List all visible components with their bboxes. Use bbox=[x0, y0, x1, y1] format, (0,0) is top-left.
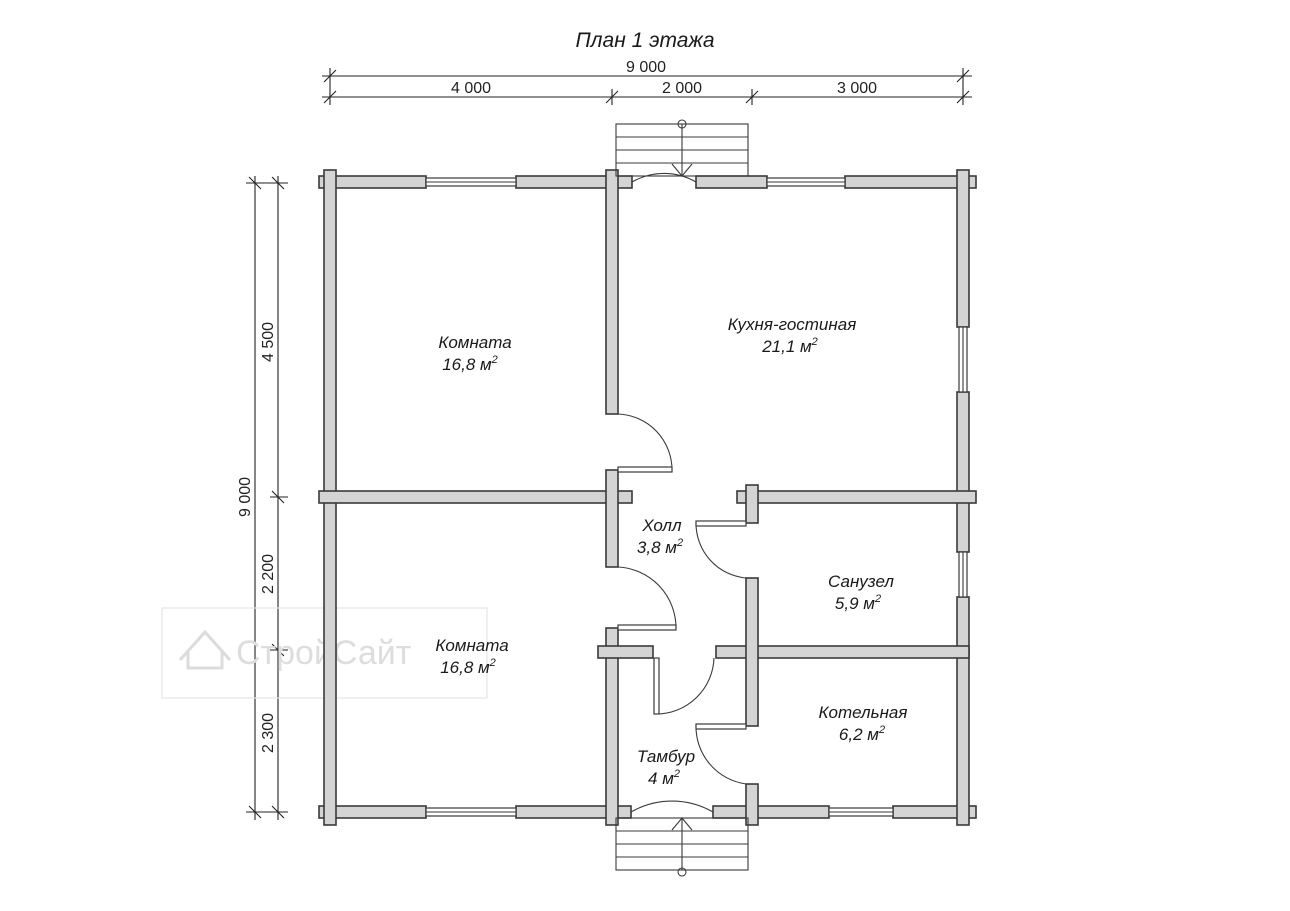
dim-tick bbox=[248, 805, 262, 819]
dim-tick bbox=[271, 490, 285, 504]
dim-tick bbox=[745, 90, 759, 104]
dim-tick bbox=[271, 176, 285, 190]
arrow-down-icon bbox=[671, 163, 693, 177]
stair-start-marker bbox=[677, 867, 687, 877]
wall bbox=[736, 490, 977, 504]
wall bbox=[745, 484, 759, 524]
dim-tick bbox=[323, 90, 337, 104]
left-dimensions: 9 000 4 500 2 200 2 300 bbox=[237, 176, 288, 820]
room-labels: Комната 16,8 м2 Кухня-гостиная 21,1 м2 Х… bbox=[435, 315, 907, 788]
door-leaf bbox=[617, 466, 673, 473]
left-dim-3: 2 300 bbox=[260, 713, 277, 753]
wall bbox=[715, 645, 970, 659]
room-name-bathroom: Санузел bbox=[828, 572, 894, 591]
dim-tick bbox=[248, 176, 262, 190]
room-area-room-2: 16,8 м2 bbox=[440, 657, 496, 677]
room-area-boiler: 6,2 м2 bbox=[839, 724, 885, 744]
room-name-hall: Холл bbox=[641, 516, 682, 535]
wall bbox=[712, 805, 830, 819]
door-swing bbox=[695, 522, 747, 579]
left-total-dim: 9 000 bbox=[237, 477, 254, 517]
door-swing bbox=[655, 657, 715, 715]
room-name-room-2: Комната bbox=[435, 636, 508, 655]
wall bbox=[597, 645, 654, 659]
dim-tick bbox=[271, 805, 285, 819]
dim-tick bbox=[605, 90, 619, 104]
room-name-vestibule: Тамбур bbox=[637, 747, 695, 766]
dim-tick bbox=[956, 69, 970, 83]
room-area-kitchen: 21,1 м2 bbox=[761, 336, 818, 356]
door-swing bbox=[617, 413, 673, 471]
doors bbox=[617, 172, 747, 813]
left-dim-1: 4 500 bbox=[260, 322, 277, 362]
door-swing bbox=[617, 566, 677, 629]
stair-start-marker bbox=[677, 119, 687, 129]
dim-tick bbox=[956, 90, 970, 104]
room-area-room-1: 16,8 м2 bbox=[442, 354, 498, 374]
room-area-vestibule: 4 м2 bbox=[648, 768, 680, 788]
house-logo-icon bbox=[178, 629, 232, 670]
top-dim-3: 3 000 bbox=[837, 80, 877, 97]
wall bbox=[745, 577, 759, 727]
top-total-dim: 9 000 bbox=[626, 59, 666, 76]
entrance-steps-top bbox=[615, 119, 749, 177]
top-dim-2: 2 000 bbox=[662, 80, 702, 97]
wall bbox=[956, 391, 970, 553]
windows bbox=[425, 177, 968, 817]
wall bbox=[745, 783, 759, 826]
plan-title: План 1 этажа bbox=[575, 29, 714, 52]
door-leaf bbox=[653, 657, 660, 715]
door-swing bbox=[630, 800, 714, 813]
door-swing bbox=[631, 172, 697, 183]
door-swing bbox=[695, 725, 747, 785]
door-leaf bbox=[617, 624, 677, 631]
wall bbox=[318, 490, 633, 504]
top-dimensions: 9 000 4 000 2 000 3 000 bbox=[322, 59, 972, 105]
dim-tick bbox=[323, 69, 337, 83]
room-name-boiler: Котельная bbox=[819, 703, 908, 722]
top-dim-1: 4 000 bbox=[451, 80, 491, 97]
room-area-bathroom: 5,9 м2 bbox=[835, 593, 881, 613]
dim-tick bbox=[271, 643, 285, 657]
arrow-up-icon bbox=[671, 817, 693, 831]
door-leaf bbox=[695, 723, 747, 730]
wall bbox=[695, 175, 768, 189]
wall bbox=[605, 469, 619, 568]
door-leaf bbox=[695, 520, 747, 527]
wall bbox=[956, 169, 970, 328]
interior-walls bbox=[318, 169, 977, 826]
room-name-room-1: Комната bbox=[438, 333, 511, 352]
room-name-kitchen: Кухня-гостиная bbox=[728, 315, 857, 334]
left-dim-2: 2 200 bbox=[260, 554, 277, 594]
entrance-steps-bottom bbox=[615, 817, 749, 877]
wall bbox=[956, 596, 970, 826]
room-area-hall: 3,8 м2 bbox=[637, 537, 683, 557]
wall bbox=[605, 627, 619, 826]
wall bbox=[605, 169, 619, 415]
